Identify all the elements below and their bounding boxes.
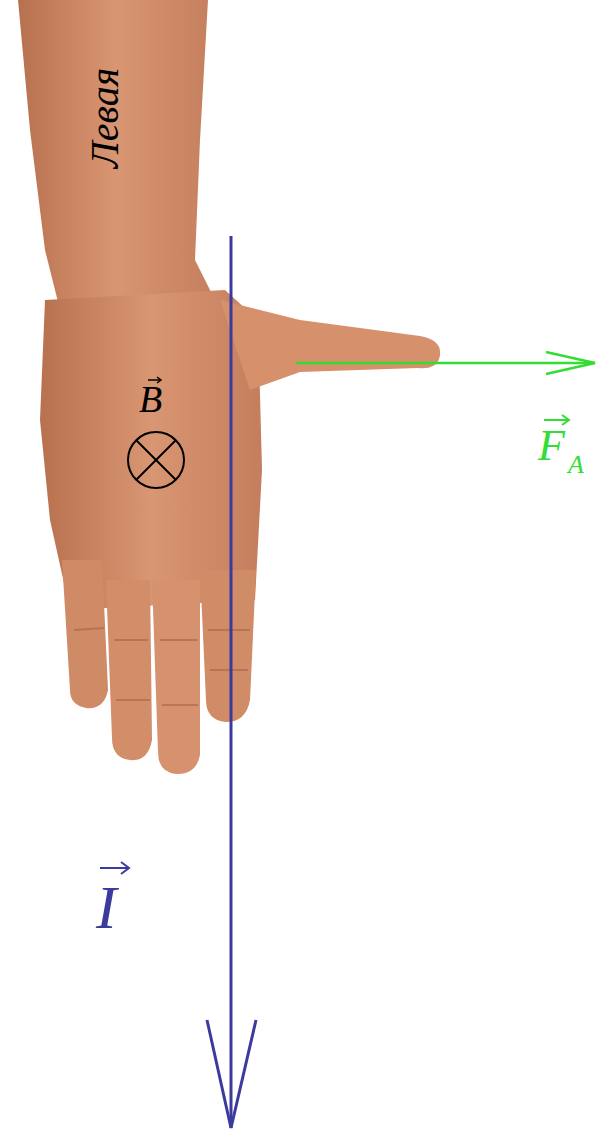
ring-finger — [106, 580, 152, 760]
hand-label: Левая — [85, 68, 125, 169]
thumb — [220, 300, 440, 390]
field-label: B — [139, 380, 162, 418]
forearm — [18, 0, 215, 310]
vector-mark — [100, 862, 129, 874]
force-label: F — [538, 424, 565, 468]
little-finger — [62, 560, 108, 708]
force-arrow — [296, 352, 595, 374]
middle-finger — [152, 580, 200, 774]
current-label: I — [96, 876, 117, 938]
field-into-page-symbol — [128, 432, 184, 488]
subscript: A — [568, 452, 584, 478]
index-finger — [200, 570, 256, 722]
current-arrow — [207, 236, 256, 1128]
